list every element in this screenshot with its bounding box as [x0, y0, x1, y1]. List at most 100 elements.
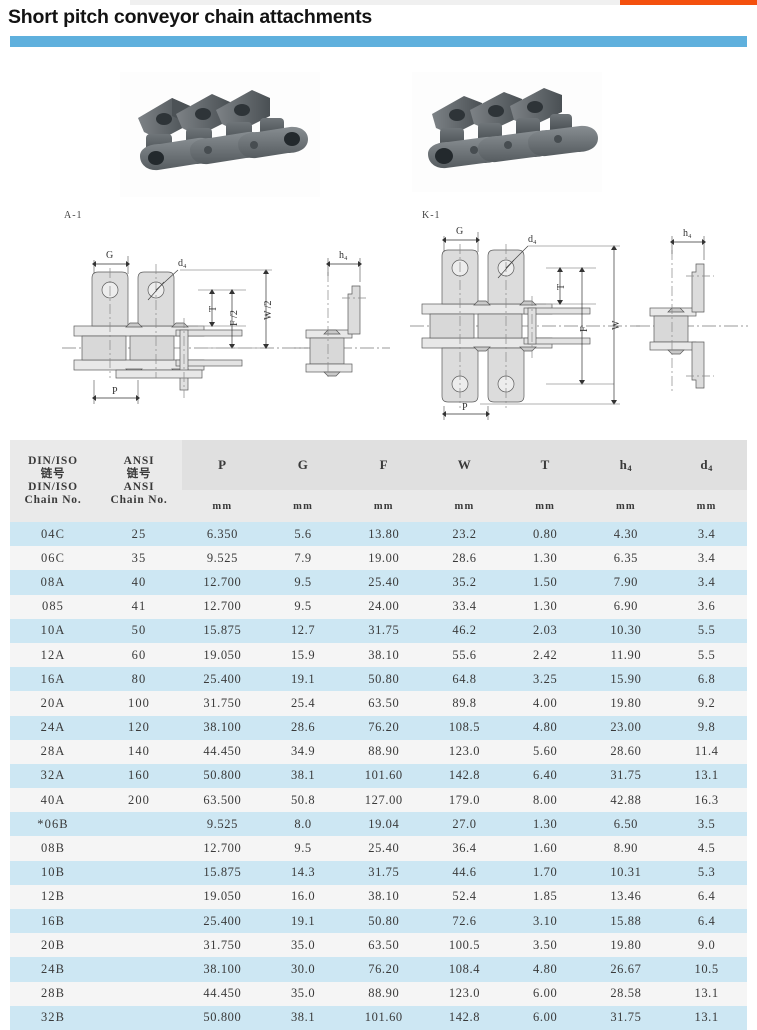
table-cell: 16B	[10, 909, 97, 934]
table-cell: 28A	[10, 739, 97, 764]
header-line: 链号	[126, 468, 152, 480]
table-cell: 6.35	[585, 546, 667, 571]
table-cell: 5.5	[666, 618, 747, 643]
table-cell: 76.20	[343, 715, 425, 740]
table-cell: 11.4	[666, 739, 747, 764]
table-cell: 13.1	[666, 981, 747, 1006]
table-cell: 38.100	[182, 715, 263, 740]
table-cell	[96, 836, 183, 861]
table-cell: 16.3	[666, 788, 747, 813]
table-cell: 5.3	[666, 860, 747, 885]
technical-drawing-a1: A-1	[60, 208, 412, 420]
table-cell: 19.1	[262, 909, 344, 934]
header-unit-f: mm	[343, 490, 425, 522]
table-cell: 8.0	[262, 812, 344, 837]
table-cell: 24A	[10, 715, 97, 740]
table-cell: 160	[96, 763, 183, 789]
table-cell: 200	[96, 788, 183, 813]
table-cell: 15.88	[585, 909, 667, 934]
dim-label-h4: h₄	[683, 228, 692, 239]
table-cell: 38.100	[182, 957, 263, 982]
page-title: Short pitch conveyor chain attachments	[8, 6, 373, 28]
table-cell	[96, 981, 183, 1006]
header-symbol-g: G	[262, 440, 344, 490]
header-symbol-f: F	[343, 440, 425, 490]
table-cell: 32B	[10, 1005, 97, 1030]
table-cell	[96, 812, 183, 837]
table-cell: 08A	[10, 570, 97, 595]
header-line: Chain No.	[110, 494, 168, 506]
header-din-iso-chain-no: DIN/ISO 链号 DIN/ISO Chain No.	[10, 440, 97, 522]
table-cell: 31.75	[585, 763, 667, 789]
table-cell: 8.00	[504, 788, 586, 813]
table-cell: 19.04	[343, 812, 425, 837]
table-cell: 100.5	[424, 933, 505, 958]
table-cell	[96, 1005, 183, 1030]
table-cell: 19.00	[343, 546, 425, 571]
table-cell: 35.2	[424, 570, 505, 595]
header-symbol-p: P	[182, 440, 263, 490]
table-cell: 13.1	[666, 763, 747, 789]
dim-label-f: F	[579, 326, 590, 332]
table-cell: 44.450	[182, 739, 263, 764]
drawing-a1-svg: G d₄ T F /2 W /2 P h₄	[62, 250, 390, 404]
table-cell: 19.1	[262, 667, 344, 692]
table-cell: 9.525	[182, 546, 263, 571]
table-cell: 28.6	[262, 715, 344, 740]
table-cell: 15.875	[182, 618, 263, 643]
dim-label-t: T	[208, 306, 219, 312]
table-cell: 1.30	[504, 546, 586, 571]
table-cell: 108.5	[424, 715, 505, 740]
table-cell: 40A	[10, 788, 97, 813]
table-cell: 14.3	[262, 860, 344, 885]
table-cell: 5.60	[504, 739, 586, 764]
header-unit-g: mm	[262, 490, 344, 522]
header-line: DIN/ISO	[28, 481, 78, 493]
table-cell	[96, 933, 183, 958]
header-ansi-chain-no: ANSI 链号 ANSI Chain No.	[96, 440, 183, 522]
table-cell: 120	[96, 715, 183, 740]
table-cell: 38.10	[343, 642, 425, 668]
table-cell: 6.4	[666, 909, 747, 934]
header-unit-h4: mm	[585, 490, 667, 522]
table-cell: 25.400	[182, 909, 263, 934]
header-symbol-h4: h4	[585, 440, 667, 490]
header-row-names: DIN/ISO 链号 DIN/ISO Chain No. ANSI 链号 ANS…	[10, 440, 747, 522]
table-cell: 101.60	[343, 1005, 425, 1030]
table-cell: 63.50	[343, 933, 425, 958]
table-cell: 8.90	[585, 836, 667, 861]
table-cell: 9.525	[182, 812, 263, 837]
table-cell: 100	[96, 691, 183, 716]
header-symbol-d4: d4	[666, 440, 747, 490]
dim-label-t: T	[556, 284, 567, 290]
table-cell: 0.80	[504, 522, 586, 547]
table-cell: 6.50	[585, 812, 667, 837]
table-cell: 16.0	[262, 884, 344, 909]
table-cell: 6.40	[504, 763, 586, 789]
header-unit-d4: mm	[666, 490, 747, 522]
table-cell: 13.1	[666, 1005, 747, 1030]
table-cell: 50.8	[262, 788, 344, 813]
table-cell: 10.31	[585, 860, 667, 885]
table-cell: 33.4	[424, 594, 505, 619]
title-underline-bar	[10, 36, 747, 47]
table-cell: 9.5	[262, 594, 344, 619]
table-cell: 2.03	[504, 618, 586, 643]
table-cell: *06B	[10, 812, 97, 837]
table-cell: 40	[96, 570, 183, 595]
drawing-label-a1: A-1	[64, 210, 83, 221]
dim-label-p: P	[112, 386, 118, 397]
table-cell: 50.80	[343, 909, 425, 934]
table-cell: 108.4	[424, 957, 505, 982]
table-cell: 3.5	[666, 812, 747, 837]
table-cell: 72.6	[424, 909, 505, 934]
